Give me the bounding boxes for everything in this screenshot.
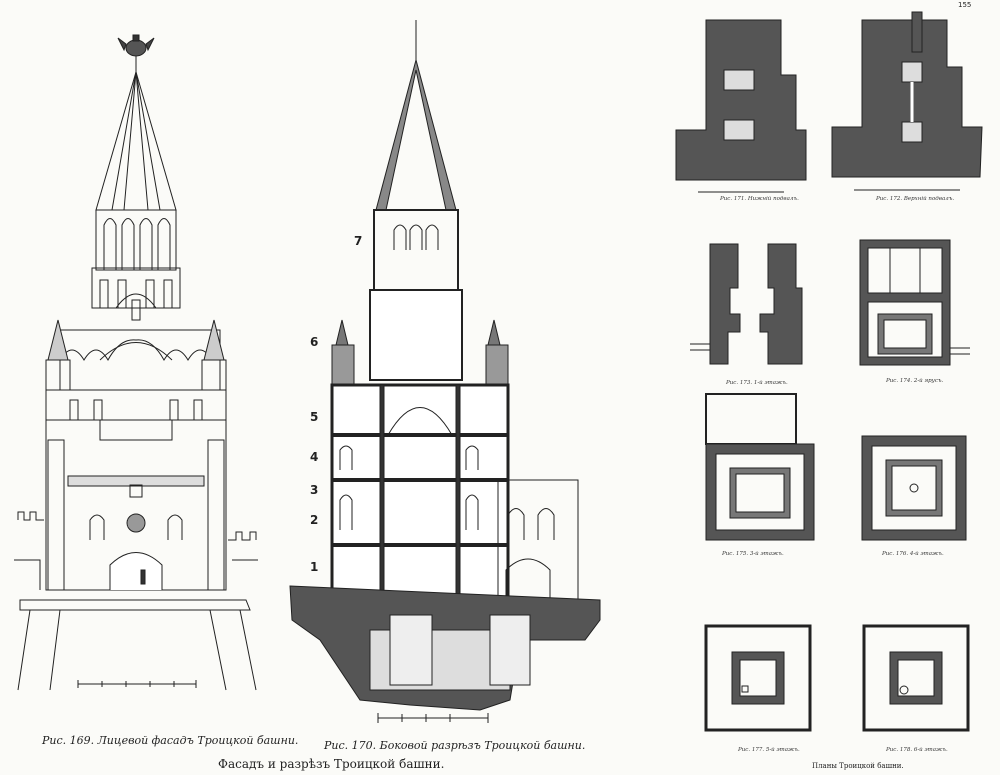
scale-bar-170 <box>377 713 489 723</box>
plan-fig178 <box>862 624 970 732</box>
section-drawing <box>289 20 601 723</box>
plan-fig176 <box>861 435 967 541</box>
plan-fig177 <box>704 624 812 732</box>
plan-fig173 <box>690 243 803 365</box>
floor-number-7: 7 <box>354 234 363 248</box>
fig178-caption: Рис. 178. 6-й этажъ. <box>886 747 948 753</box>
fig174-caption: Рис. 174. 2-й ярусъ. <box>886 378 944 384</box>
facade-drawing <box>14 34 258 691</box>
floor-number-5: 5 <box>310 410 319 424</box>
plan-fig174 <box>859 239 970 366</box>
fig172-caption: Рис. 172. Верхній подвалъ. <box>876 196 955 202</box>
plan-fig171 <box>675 19 807 193</box>
floor-number-1: 1 <box>310 560 319 574</box>
fig177-caption: Рис. 177. 5-й этажъ. <box>738 747 800 753</box>
fig170-caption: Рис. 170. Боковой разрѣзъ Троицкой башни… <box>324 739 586 752</box>
fig173-caption: Рис. 173. 1-й этажъ. <box>726 380 788 386</box>
fig171-caption: Рис. 171. Нижній подвалъ. <box>720 196 799 202</box>
fig175-caption: Рис. 175. 3-й этажъ. <box>722 551 784 557</box>
fig169-caption: Рис. 169. Лицевой фасадъ Троицкой башни. <box>42 734 299 747</box>
floor-number-6: 6 <box>310 335 319 349</box>
floor-number-3: 3 <box>310 483 319 497</box>
scale-bar-169 <box>77 680 197 688</box>
page-number: 155 <box>958 1 972 9</box>
floor-number-2: 2 <box>310 513 319 527</box>
right-group-caption: Планы Троицкой башни. <box>812 762 904 770</box>
eagle-emblem <box>117 34 155 72</box>
plan-fig175 <box>705 393 815 541</box>
fig176-caption: Рис. 176. 4-й этажъ. <box>882 551 944 557</box>
left-group-caption: Фасадъ и разрѣзъ Троицкой башни. <box>218 757 445 771</box>
plan-fig172 <box>831 11 983 191</box>
floor-number-4: 4 <box>310 450 319 464</box>
